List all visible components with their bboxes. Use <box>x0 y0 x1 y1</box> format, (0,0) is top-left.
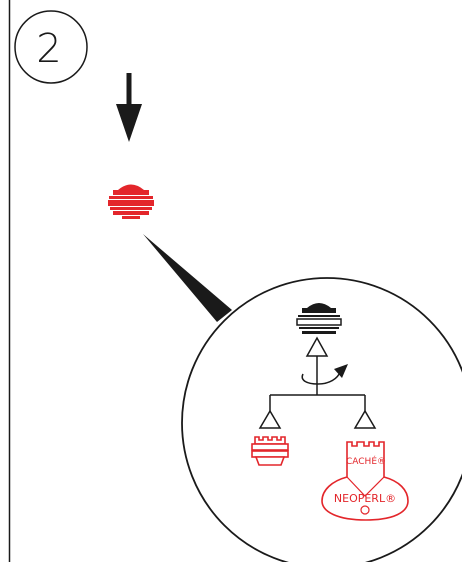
arrow-down-icon <box>116 73 142 142</box>
zoom-connector <box>143 234 232 322</box>
step-badge: 2 <box>14 10 88 84</box>
aerator-icon-red <box>108 184 154 219</box>
step-number: 2 <box>36 26 61 72</box>
aerator-icon-black <box>296 303 342 334</box>
right-triangle <box>353 409 377 429</box>
neoperl-label: NEOPERL® <box>334 492 396 505</box>
cache-neoperl-key-icon: CACHÉ® NEOPERL® <box>321 441 409 521</box>
cache-label: CACHÉ® <box>346 455 386 467</box>
aerator-icon-small-red <box>251 436 289 466</box>
step-circle <box>14 10 88 84</box>
rotate-arrow-icon <box>301 364 348 385</box>
left-triangle <box>258 409 282 429</box>
assembly-tree <box>258 336 377 429</box>
